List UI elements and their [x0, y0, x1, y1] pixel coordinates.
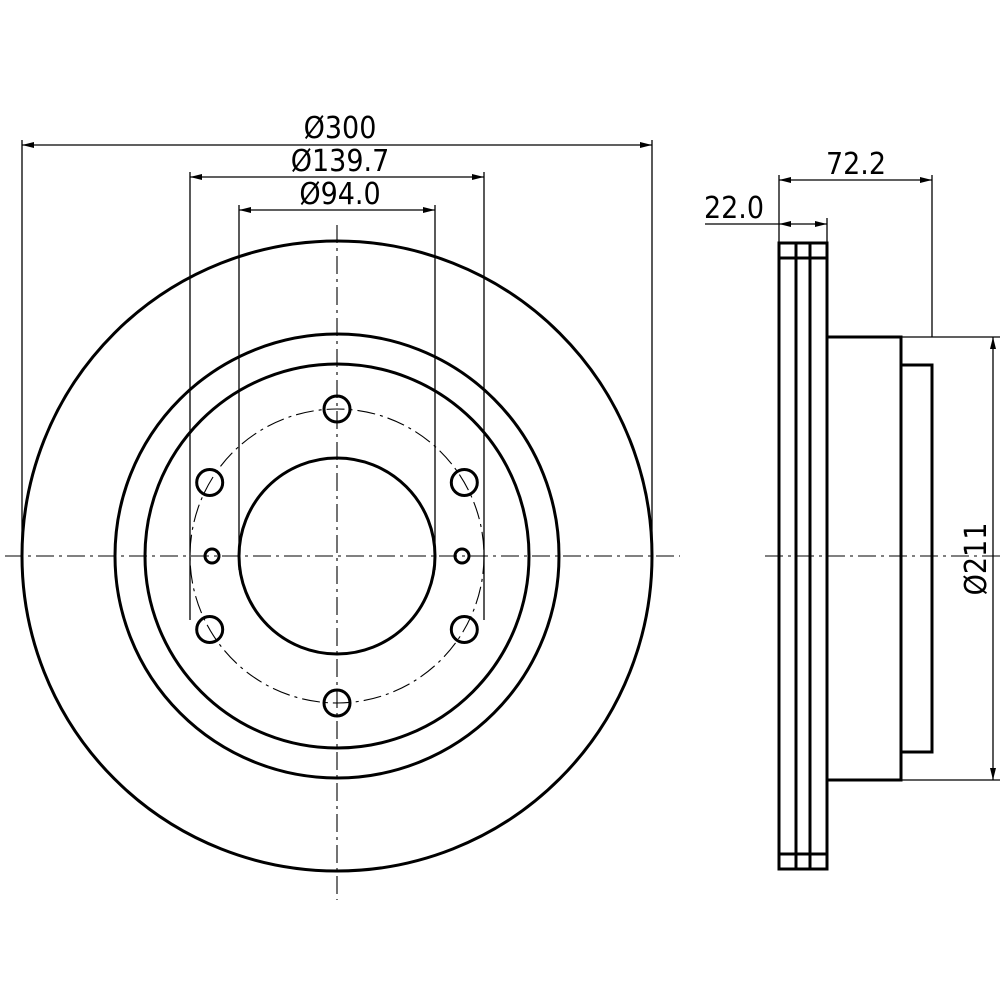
- bolt-holes: [195, 394, 479, 718]
- locator-hole-left: [203, 547, 221, 565]
- bolt-hole: [322, 394, 352, 424]
- locator-hole-right: [453, 547, 471, 565]
- friction-ring-section: [777, 241, 829, 871]
- dim-label-thickness: 22.0: [704, 191, 764, 226]
- hat-outer-edge: [143, 362, 531, 750]
- hub-flange-section: [901, 363, 934, 754]
- side-extension-lines: [778, 175, 1000, 781]
- front-view: Ø300 Ø139.7 Ø94.0: [5, 111, 680, 900]
- friction-ring-inner-edge: [113, 332, 561, 780]
- bolt-hole: [195, 468, 225, 497]
- dim-label-hat-diameter: Ø211: [959, 523, 994, 596]
- bolt-hole: [449, 468, 479, 497]
- front-extension-lines: [21, 140, 653, 620]
- disc-outer-edge: [20, 239, 654, 873]
- dim-label-bolt-circle: Ø139.7: [291, 144, 389, 179]
- bolt-hole: [449, 615, 479, 644]
- side-view: 72.2 22.0 Ø211: [704, 147, 1000, 871]
- dim-label-outer-diameter: Ø300: [304, 111, 377, 146]
- dim-label-center-bore: Ø94.0: [299, 177, 380, 212]
- locator-holes: [203, 547, 471, 565]
- front-dimension-lines: [22, 142, 652, 213]
- dim-label-total-height: 72.2: [826, 147, 886, 182]
- bolt-hole: [322, 688, 352, 718]
- hat-section: [827, 335, 903, 782]
- bolt-hole: [195, 615, 225, 644]
